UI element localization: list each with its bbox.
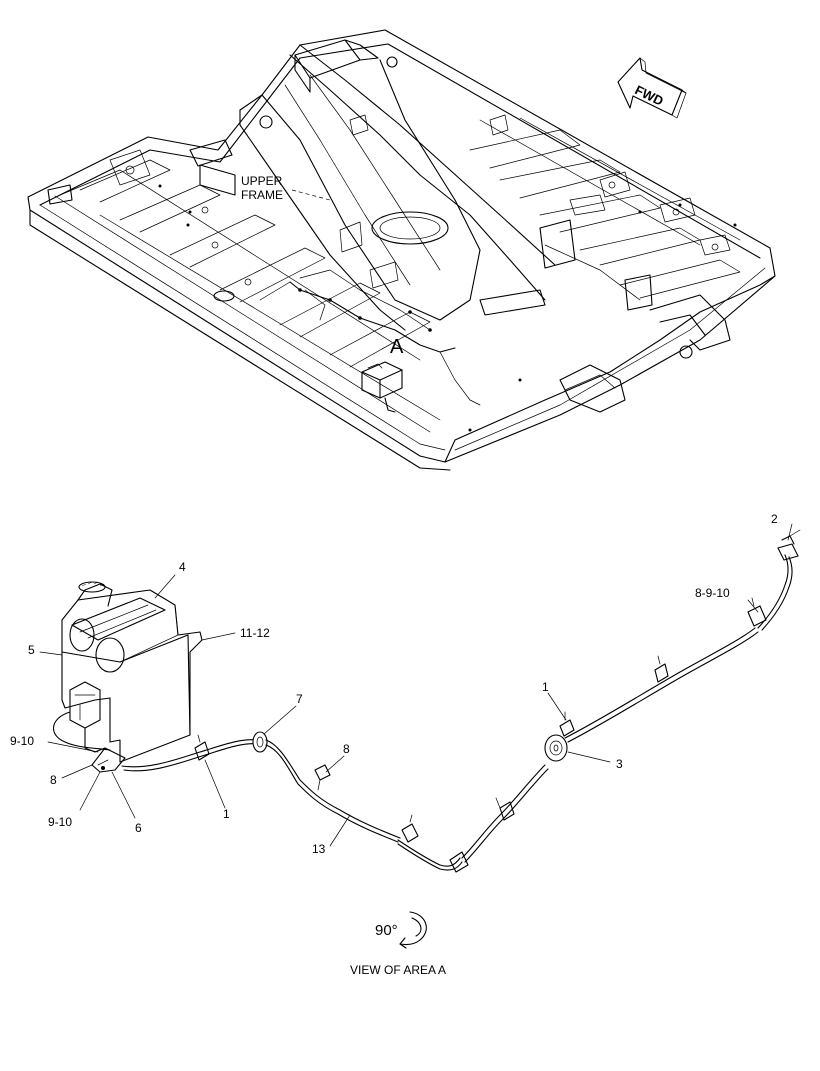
hose-clip-left: [194, 734, 210, 761]
callout-8-left: 8: [50, 773, 57, 787]
upper-frame-label-line2: FRAME: [241, 188, 283, 202]
rotation-90-icon: 90°: [375, 911, 427, 949]
callout-11-12: 11-12: [240, 626, 270, 640]
callout-4: 4: [179, 560, 186, 574]
view-caption: VIEW OF AREA A: [350, 963, 446, 977]
callout-7: 7: [296, 692, 303, 706]
rotation-angle-label: 90°: [375, 922, 398, 939]
callout-9-10-top: 9-10: [10, 734, 34, 748]
callout-13: 13: [312, 842, 326, 856]
callout-5: 5: [28, 643, 35, 657]
callout-1-left: 1: [223, 807, 230, 821]
upper-frame-label-line1: UPPER: [241, 174, 283, 188]
callout-6: 6: [135, 821, 142, 835]
forward-direction-arrow-icon: FWD: [617, 57, 687, 119]
washer-hose-routing: [121, 529, 801, 873]
callout-leaders: [39, 523, 793, 847]
callout-3: 3: [616, 757, 623, 771]
callout-8-mid: 8: [343, 742, 350, 756]
washer-tank-assembly: [53, 581, 203, 773]
fwd-label: FWD: [633, 82, 666, 108]
area-a-marker: A: [390, 336, 404, 358]
callout-9-10-bottom: 9-10: [48, 815, 72, 829]
upper-frame-drawing: [27, 29, 776, 471]
callout-8-9-10: 8-9-10: [695, 586, 730, 600]
callout-1-right: 1: [542, 680, 549, 694]
callout-2: 2: [771, 512, 778, 526]
